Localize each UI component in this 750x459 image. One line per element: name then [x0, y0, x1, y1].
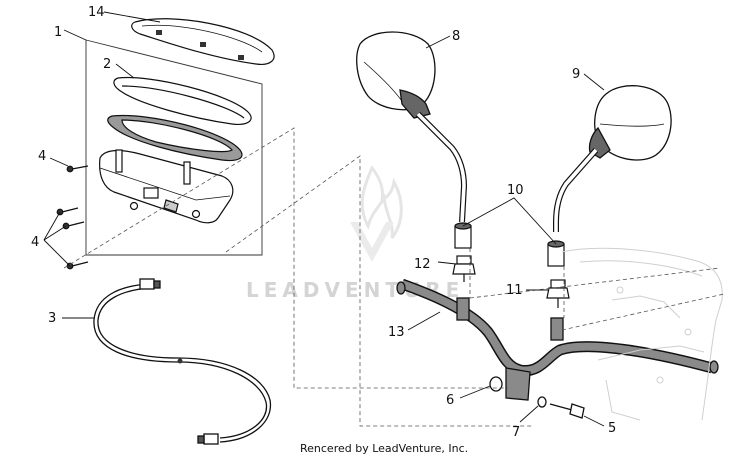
leadventure-flame-logo-icon — [350, 165, 403, 262]
callout-12: 12 — [414, 257, 431, 272]
mirror-nut-left — [452, 255, 476, 282]
screw-lower-1 — [56, 207, 79, 216]
mirror-spacer-right — [547, 240, 565, 267]
callout-4-upper: 4 — [38, 149, 46, 164]
callout-10: 10 — [507, 183, 524, 198]
mirror-nut-right — [546, 279, 570, 308]
callout-14: 14 — [88, 5, 105, 20]
screw-lower-3 — [66, 261, 89, 270]
assembly-box-outline — [85, 39, 263, 256]
callout-13: 13 — [388, 325, 405, 340]
screw-upper — [66, 165, 89, 173]
washer — [489, 376, 503, 392]
instrument-top-cover — [131, 18, 275, 65]
mirror-spacer-left — [454, 222, 472, 249]
instrument-gasket — [107, 114, 243, 162]
callout-4-lower: 4 — [31, 235, 39, 250]
callout-8: 8 — [452, 29, 460, 44]
callout-5: 5 — [608, 421, 616, 436]
render-credit-caption: Rencered by LeadVenture, Inc. — [300, 442, 468, 455]
instrument-lens-ring — [113, 76, 252, 125]
vehicle-body-ghost — [561, 247, 723, 421]
callout-2: 2 — [103, 57, 111, 72]
right-mirror — [553, 85, 672, 232]
instrument-housing — [99, 149, 234, 224]
reference-dash-lines — [63, 127, 725, 427]
speedometer-cable — [93, 278, 272, 445]
clamp-bolt — [549, 403, 585, 419]
screw-set — [56, 165, 89, 270]
callout-1: 1 — [54, 25, 62, 40]
leader-lines — [43, 11, 605, 427]
callout-3: 3 — [48, 311, 56, 326]
screw-lower-2 — [62, 221, 85, 230]
small-washer — [537, 396, 547, 408]
callout-11: 11 — [506, 283, 523, 298]
callout-6: 6 — [446, 393, 454, 408]
left-mirror — [356, 31, 468, 223]
handlebar — [396, 278, 719, 401]
callout-7: 7 — [512, 425, 520, 440]
callout-9: 9 — [572, 67, 580, 82]
